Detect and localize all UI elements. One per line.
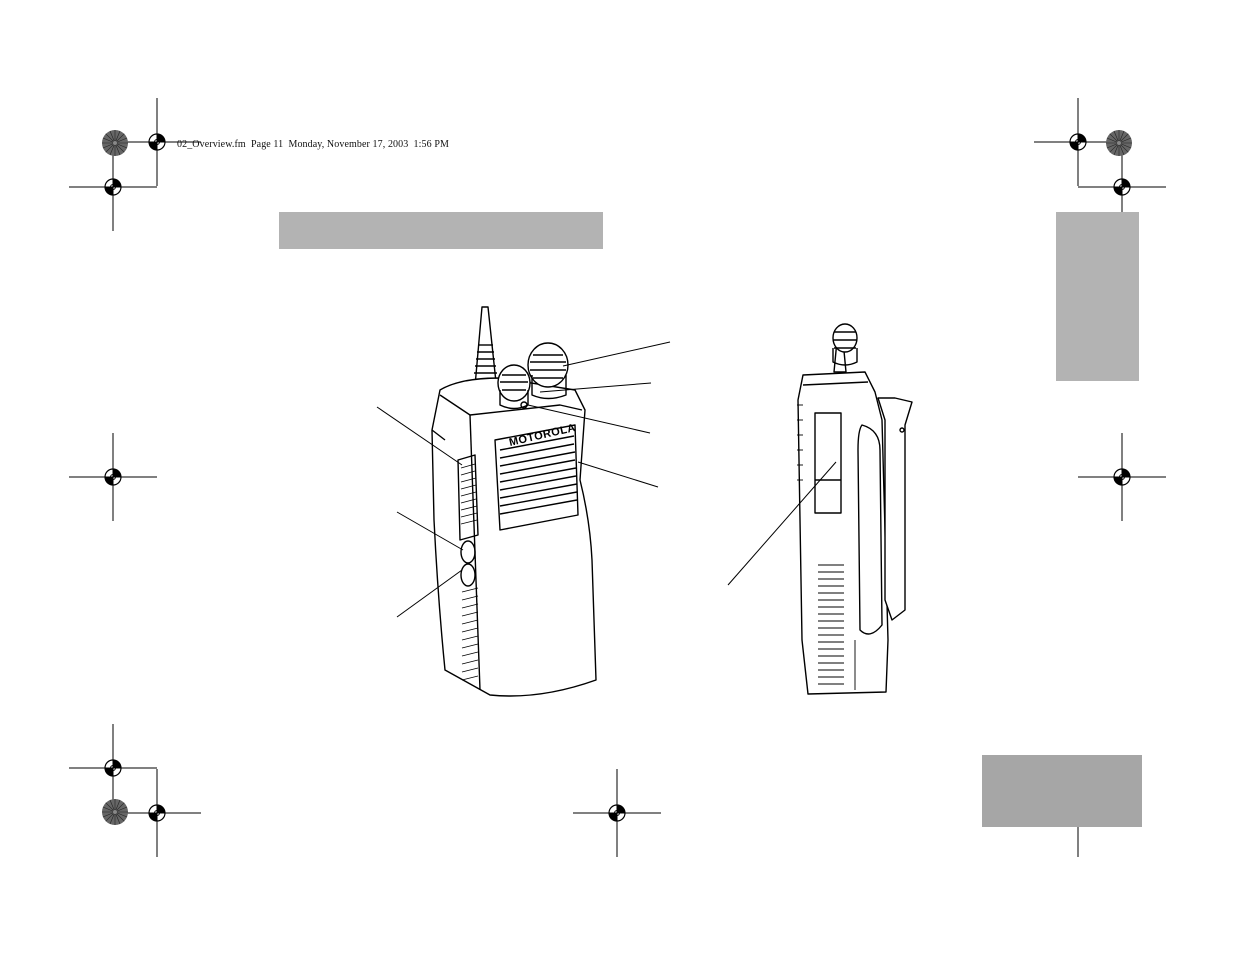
registration-mark [1077,432,1167,522]
registration-mark [68,432,158,522]
color-target-mark [101,129,129,157]
section-title-bar [279,212,603,249]
print-info-header: 02_Overview.fm Page 11 Monday, November … [177,139,449,150]
color-target-mark [101,798,129,826]
color-target-mark [1105,129,1133,157]
chapter-side-tab [1056,212,1139,381]
page-number-tab [982,755,1142,827]
registration-mark [572,768,662,858]
registration-mark [68,723,158,813]
registration-mark [68,142,158,232]
